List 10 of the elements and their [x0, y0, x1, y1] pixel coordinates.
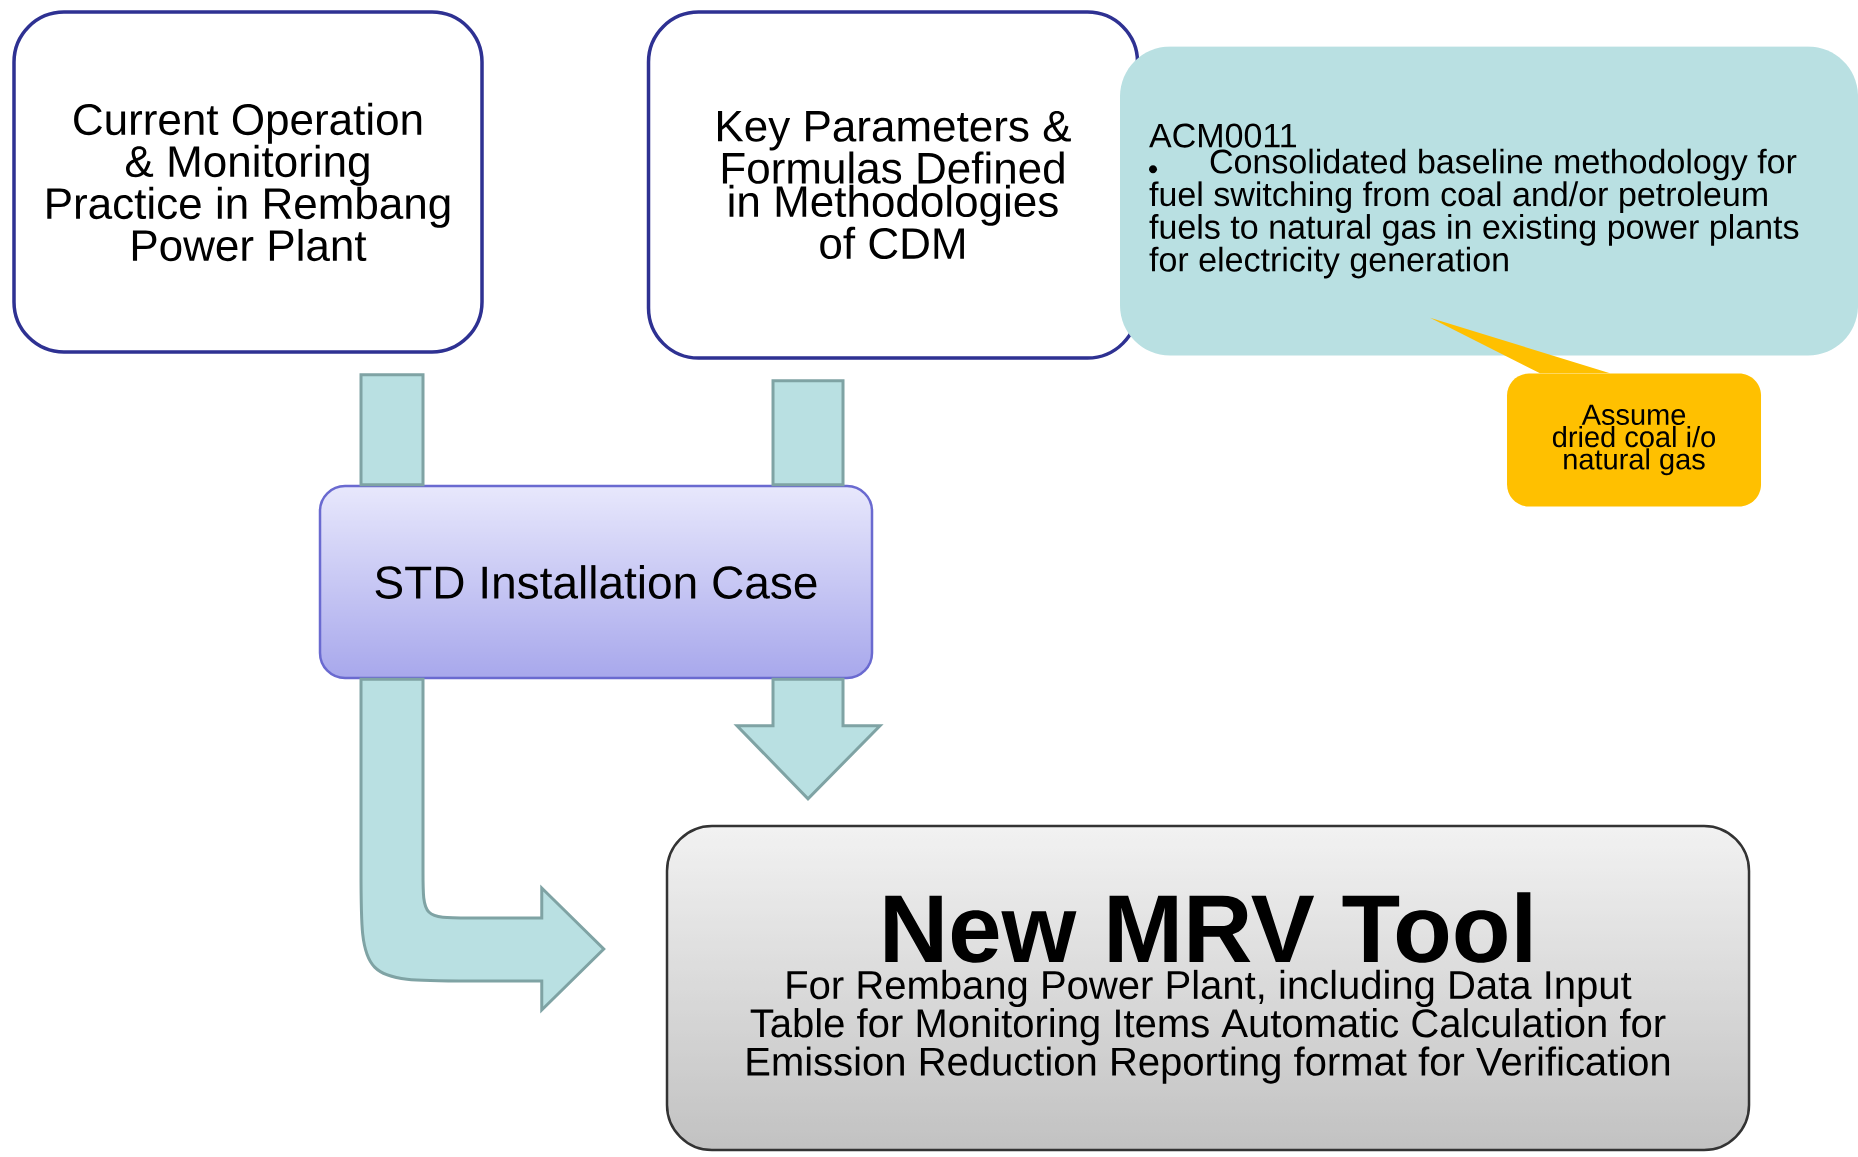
result-box: New MRV Tool For Rembang Power Plant, including Data Input Table for Monitoring Items Automatic Calculation for Emission Reduction Reporting format for Verification — [665, 824, 1751, 1152]
process-box: Current Operation & Monitoring Practice in Rembang Power Plant — [12, 10, 484, 354]
block-arrow — [359, 677, 606, 1012]
callout-box: ACM0011 Consolidated baseline methodology for fuel switching from coal and/or petroleum fuels to natural gas in existing power plants for electricity generation — [1120, 46, 1858, 356]
process-box: Key Parameters & Formulas Defined in Methodologies of CDM — [646, 10, 1140, 360]
block-arrow — [733, 677, 884, 801]
process-box: STD Installation Case — [318, 484, 874, 680]
connector-band — [771, 379, 845, 487]
connector-band — [359, 373, 425, 487]
callout-pointer — [1430, 317, 1610, 374]
